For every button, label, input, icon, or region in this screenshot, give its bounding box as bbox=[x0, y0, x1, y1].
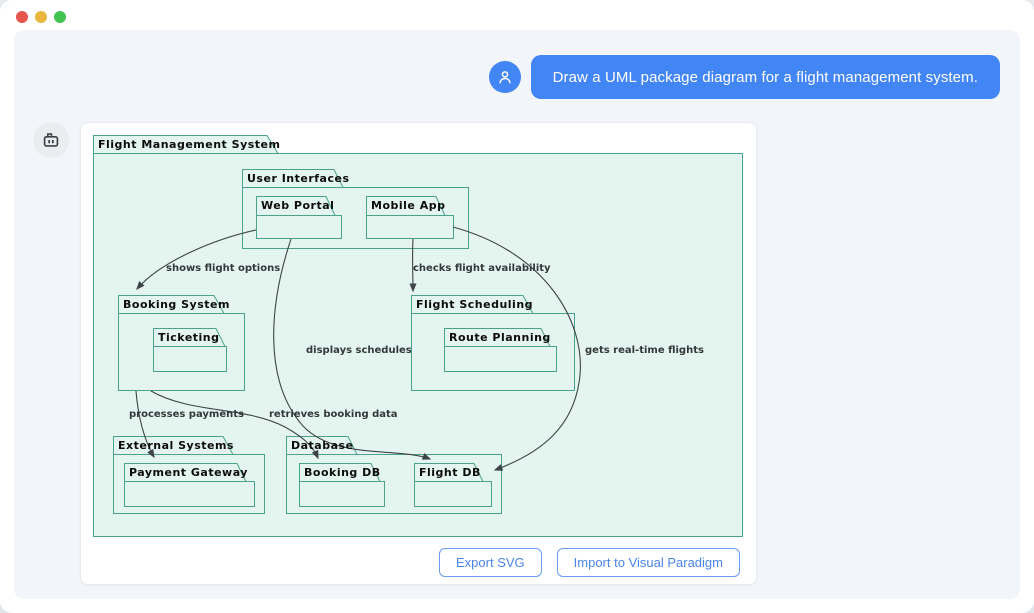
package-label-flight-scheduling: Flight Scheduling bbox=[416, 298, 534, 311]
edge-label-processes-payments: processes payments bbox=[129, 409, 244, 420]
edge-label-displays-schedules: displays schedules bbox=[306, 345, 412, 356]
package-label-root: Flight Management System bbox=[98, 138, 281, 151]
package-label-booking-system: Booking System bbox=[123, 298, 230, 311]
minimize-button[interactable] bbox=[35, 11, 47, 23]
import-visual-paradigm-button[interactable]: Import to Visual Paradigm bbox=[556, 548, 740, 577]
edge-label-checks-flight-availability: checks flight availability bbox=[413, 263, 551, 274]
assistant-avatar bbox=[33, 122, 69, 158]
maximize-button[interactable] bbox=[54, 11, 66, 23]
package-label-web-portal: Web Portal bbox=[261, 199, 335, 212]
package-label-booking-db: Booking DB bbox=[304, 466, 381, 479]
robot-icon bbox=[43, 133, 59, 147]
package-flight-scheduling-shape bbox=[411, 295, 575, 391]
package-label-database: Database bbox=[291, 439, 354, 452]
package-label-payment-gateway: Payment Gateway bbox=[129, 466, 248, 479]
package-booking-system-shape bbox=[118, 295, 245, 391]
user-message-bubble: Draw a UML package diagram for a flight … bbox=[530, 55, 1000, 99]
titlebar bbox=[0, 0, 1034, 30]
edge-label-gets-real-time-flights: gets real-time flights bbox=[585, 345, 704, 356]
diagram-edges bbox=[135, 226, 581, 471]
diagram-card: Flight Management System User Interfaces… bbox=[80, 122, 757, 585]
package-label-external-systems: External Systems bbox=[118, 439, 234, 452]
package-external-systems-shape bbox=[113, 436, 265, 514]
diagram-actions: Export SVG Import to Visual Paradigm bbox=[439, 548, 740, 577]
user-avatar bbox=[488, 61, 521, 93]
close-button[interactable] bbox=[16, 11, 28, 23]
package-label-user-interfaces: User Interfaces bbox=[247, 172, 350, 185]
package-label-ticketing: Ticketing bbox=[158, 331, 220, 344]
package-label-route-planning: Route Planning bbox=[449, 331, 551, 344]
person-icon bbox=[498, 71, 511, 84]
uml-diagram-canvas bbox=[93, 135, 743, 537]
chat-area: Draw a UML package diagram for a flight … bbox=[14, 30, 1020, 599]
package-database-shape bbox=[286, 436, 502, 514]
edge-label-shows-flight-options: shows flight options bbox=[166, 263, 281, 274]
package-label-mobile-app: Mobile App bbox=[371, 199, 446, 212]
package-label-flight-db: Flight DB bbox=[419, 466, 481, 479]
uml-package-diagram: Flight Management System User Interfaces… bbox=[93, 135, 743, 537]
edge-label-retrieves-booking-data: retrieves booking data bbox=[269, 409, 398, 420]
user-message-row: Draw a UML package diagram for a flight … bbox=[488, 55, 1000, 99]
export-svg-button[interactable]: Export SVG bbox=[439, 548, 542, 577]
package-user-interfaces-shape bbox=[242, 169, 469, 249]
